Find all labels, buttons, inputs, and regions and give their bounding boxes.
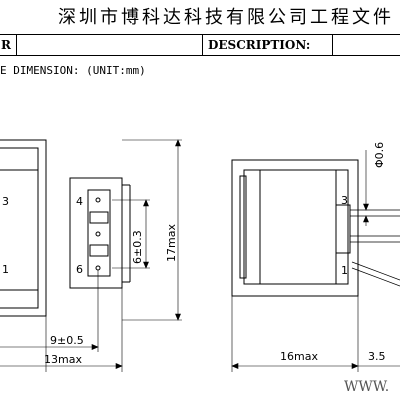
left-view bbox=[0, 139, 47, 372]
right-pins bbox=[350, 209, 400, 287]
middle-view bbox=[69, 177, 131, 289]
height-dimension bbox=[122, 139, 182, 321]
left-view-inner-frame bbox=[0, 147, 39, 309]
middle-pin-6-label: 6 bbox=[76, 263, 83, 276]
pin-length-label: 3.5 bbox=[368, 350, 386, 363]
right-view-inner bbox=[243, 169, 349, 285]
middle-pin-6 bbox=[95, 265, 101, 271]
description-label: DESCRIPTION: bbox=[203, 35, 333, 55]
left-pin-1-label: 1 bbox=[2, 263, 9, 276]
middle-pin-4 bbox=[95, 197, 101, 203]
width-dimensions bbox=[0, 270, 123, 372]
middle-view-body bbox=[69, 177, 123, 289]
height-label: 17max bbox=[165, 224, 178, 262]
pin-spacing-label: 6±0.3 bbox=[131, 230, 144, 264]
dimension-unit-line: E DIMENSION: (UNIT:mm) bbox=[0, 64, 146, 77]
middle-pin-center bbox=[95, 231, 101, 237]
depth-dimensions bbox=[231, 296, 400, 372]
left-view-body bbox=[0, 139, 47, 317]
right-view-outer bbox=[231, 159, 359, 297]
pin-diameter-dimension bbox=[363, 150, 369, 226]
right-pin-3-label: 3 bbox=[341, 194, 348, 207]
middle-slot-top bbox=[89, 211, 109, 224]
pin-diameter-label: Φ0.6 bbox=[373, 142, 386, 168]
watermark-text: WWW. bbox=[344, 379, 389, 395]
middle-view-core bbox=[87, 189, 111, 277]
right-pin-1-label: 1 bbox=[341, 264, 348, 277]
company-title: 深圳市博科达科技有限公司工程文件 bbox=[58, 7, 394, 28]
pin-spacing-dimension bbox=[112, 199, 150, 269]
depth-label: 16max bbox=[280, 350, 318, 363]
info-table: R DESCRIPTION: bbox=[0, 34, 400, 56]
right-view-pin-block bbox=[335, 204, 351, 254]
inner-width-label: 9±0.5 bbox=[50, 334, 84, 347]
left-pin-3-label: 3 bbox=[2, 195, 9, 208]
middle-pin-4-label: 4 bbox=[76, 195, 83, 208]
right-view bbox=[231, 159, 359, 297]
info-left-cell: R bbox=[0, 35, 17, 55]
info-blank-cell bbox=[17, 35, 203, 55]
outer-width-label: 13max bbox=[44, 353, 82, 366]
right-view-bobbin-edge bbox=[239, 175, 247, 279]
middle-slot-bottom bbox=[89, 244, 109, 257]
